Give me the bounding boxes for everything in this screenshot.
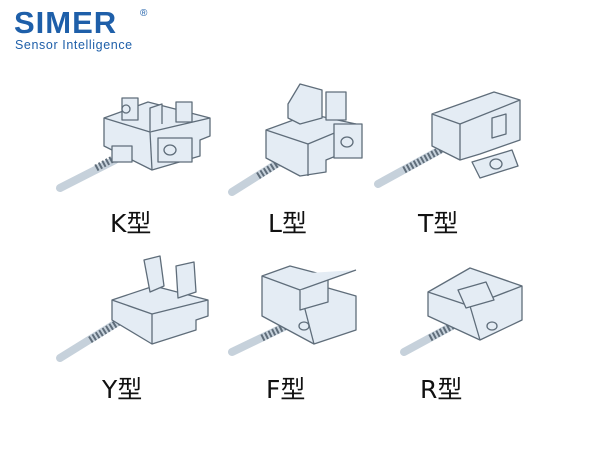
sensor-y-illustration [56,255,209,362]
sensor-k-illustration [56,97,211,192]
label-l-type: L型 [268,209,307,238]
sensor-l-illustration [228,83,363,196]
label-y-type: Y型 [102,375,143,404]
sensor-r-illustration [400,267,523,356]
sensor-f-illustration [228,265,357,356]
sensor-t-illustration [374,91,521,188]
label-k-type: K型 [110,209,152,238]
brand-logo: SIMER ® Sensor Intelligence [14,6,164,56]
label-r-type: R型 [420,375,463,404]
label-t-type: T型 [418,209,459,238]
registered-mark: ® [140,8,148,19]
brand-name: SIMER [14,5,118,40]
brand-tagline: Sensor Intelligence [15,38,133,52]
label-f-type: F型 [266,375,306,404]
